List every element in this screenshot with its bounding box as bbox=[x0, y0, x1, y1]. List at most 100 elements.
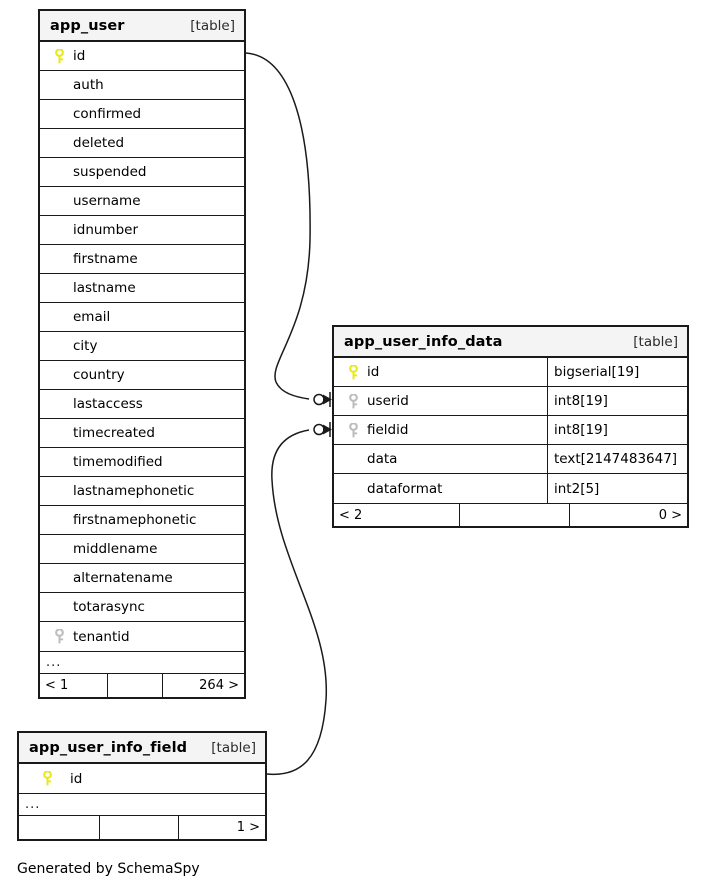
column-row-userid[interactable]: userid int8[19] bbox=[334, 387, 687, 416]
column-row-timecreated[interactable]: timecreated bbox=[40, 419, 244, 448]
column-label: dataformat bbox=[367, 480, 443, 497]
column-row-city[interactable]: city bbox=[40, 332, 244, 361]
column-row-lastaccess[interactable]: lastaccess bbox=[40, 390, 244, 419]
no-key-icon bbox=[49, 135, 69, 151]
column-row-lastnamephonetic[interactable]: lastnamephonetic bbox=[40, 477, 244, 506]
column-row-idnumber[interactable]: idnumber bbox=[40, 216, 244, 245]
column-row-totarasync[interactable]: totarasync bbox=[40, 593, 244, 622]
column-row-firstnamephonetic[interactable]: firstnamephonetic bbox=[40, 506, 244, 535]
entity-footer-app-user: < 1 264 > bbox=[40, 674, 244, 697]
column-label: country bbox=[73, 367, 125, 383]
column-row-id[interactable]: id bbox=[40, 42, 244, 71]
entity-app-user-info-data[interactable]: app_user_info_data [table] id bigserial[… bbox=[332, 325, 689, 528]
column-name-cell: totarasync bbox=[40, 593, 244, 621]
column-name-cell: confirmed bbox=[40, 100, 244, 128]
footer-parent-count[interactable]: < 2 bbox=[339, 507, 363, 523]
entity-type-tag: [table] bbox=[190, 17, 235, 34]
column-row-firstname[interactable]: firstname bbox=[40, 245, 244, 274]
column-label: suspended bbox=[73, 164, 147, 180]
entity-app-user[interactable]: app_user [table] id bbox=[38, 9, 246, 699]
cardinality-zero-circle bbox=[313, 423, 325, 436]
column-row-confirmed[interactable]: confirmed bbox=[40, 100, 244, 129]
no-key-icon bbox=[49, 106, 69, 122]
column-row-deleted[interactable]: deleted bbox=[40, 129, 244, 158]
column-name-cell: auth bbox=[40, 71, 244, 99]
column-row-auth[interactable]: auth bbox=[40, 71, 244, 100]
column-list-app-user: id auth confirmed deleted bbox=[40, 42, 244, 651]
entity-header-app-user: app_user [table] bbox=[40, 11, 244, 42]
column-list-app-user-info-field: id bbox=[19, 764, 265, 793]
column-name-cell: lastname bbox=[40, 274, 244, 302]
primary-key-icon bbox=[343, 364, 363, 380]
column-label: totarasync bbox=[73, 599, 145, 615]
column-label: timecreated bbox=[73, 425, 155, 441]
footer-child-count[interactable]: 264 > bbox=[162, 674, 244, 697]
footer-parent-count[interactable] bbox=[19, 816, 99, 839]
primary-key-icon bbox=[28, 771, 66, 787]
footer-child-count[interactable]: 1 > bbox=[178, 816, 265, 839]
foreign-key-icon bbox=[343, 422, 363, 438]
footer-middle bbox=[459, 504, 569, 526]
column-row-suspended[interactable]: suspended bbox=[40, 158, 244, 187]
column-row-email[interactable]: email bbox=[40, 303, 244, 332]
more-columns-indicator: ... bbox=[40, 651, 244, 674]
column-label: timemodified bbox=[73, 454, 163, 470]
column-row-lastname[interactable]: lastname bbox=[40, 274, 244, 303]
column-row-timemodified[interactable]: timemodified bbox=[40, 448, 244, 477]
column-row-tenantid[interactable]: tenantid bbox=[40, 622, 244, 651]
relationship-info-field-to-info-data bbox=[266, 422, 332, 776]
generated-by-caption: Generated by SchemaSpy bbox=[17, 861, 200, 877]
column-name-cell: firstnamephonetic bbox=[40, 506, 244, 534]
entity-title: app_user_info_field bbox=[29, 739, 188, 756]
column-name-cell: deleted bbox=[40, 129, 244, 157]
column-label: auth bbox=[73, 77, 104, 93]
footer-parent-count[interactable]: < 1 bbox=[45, 678, 69, 693]
column-type: bigserial[19] bbox=[547, 358, 687, 386]
no-key-icon bbox=[49, 280, 69, 296]
column-label: confirmed bbox=[73, 106, 142, 122]
column-name-cell: username bbox=[40, 187, 244, 215]
column-name-cell: lastaccess bbox=[40, 390, 244, 418]
entity-footer-app-user-info-data: < 2 0 > bbox=[334, 503, 687, 526]
column-row-dataformat[interactable]: dataformat int2[5] bbox=[334, 474, 687, 503]
column-row-id[interactable]: id bigserial[19] bbox=[334, 358, 687, 387]
column-row-data[interactable]: data text[2147483647] bbox=[334, 445, 687, 474]
entity-title: app_user_info_data bbox=[344, 333, 503, 350]
relationship-app-user-to-info-data bbox=[245, 52, 332, 407]
no-key-icon bbox=[49, 251, 69, 267]
entity-header-app-user-info-field: app_user_info_field [table] bbox=[19, 733, 265, 764]
column-row-alternatename[interactable]: alternatename bbox=[40, 564, 244, 593]
foreign-key-icon bbox=[49, 629, 69, 645]
no-key-icon bbox=[49, 454, 69, 470]
column-row-username[interactable]: username bbox=[40, 187, 244, 216]
column-name-cell: userid bbox=[334, 387, 547, 415]
column-type: text[2147483647] bbox=[547, 445, 687, 473]
no-key-icon bbox=[49, 512, 69, 528]
no-key-icon bbox=[49, 599, 69, 615]
column-row-fieldid[interactable]: fieldid int8[19] bbox=[334, 416, 687, 445]
column-label: firstnamephonetic bbox=[73, 512, 197, 528]
column-label: data bbox=[367, 451, 398, 467]
primary-key-icon bbox=[49, 48, 69, 64]
no-key-icon bbox=[343, 451, 363, 467]
column-label: lastname bbox=[73, 280, 136, 296]
column-label: id bbox=[367, 364, 380, 380]
entity-header-app-user-info-data: app_user_info_data [table] bbox=[334, 327, 687, 358]
column-label: idnumber bbox=[73, 222, 139, 238]
footer-child-count[interactable]: 0 > bbox=[569, 504, 687, 526]
column-name-cell: lastnamephonetic bbox=[40, 477, 244, 505]
no-key-icon bbox=[49, 77, 69, 93]
column-name-cell: data bbox=[334, 445, 547, 473]
column-row-id[interactable]: id bbox=[19, 764, 265, 793]
column-row-country[interactable]: country bbox=[40, 361, 244, 390]
column-name-cell: fieldid bbox=[334, 416, 547, 444]
column-name-cell: suspended bbox=[40, 158, 244, 186]
entity-app-user-info-field[interactable]: app_user_info_field [table] id ... bbox=[17, 731, 267, 841]
no-key-icon bbox=[49, 309, 69, 325]
foreign-key-icon bbox=[343, 393, 363, 409]
column-row-middlename[interactable]: middlename bbox=[40, 535, 244, 564]
column-name-cell: country bbox=[40, 361, 244, 389]
no-key-icon bbox=[49, 193, 69, 209]
no-key-icon bbox=[49, 164, 69, 180]
